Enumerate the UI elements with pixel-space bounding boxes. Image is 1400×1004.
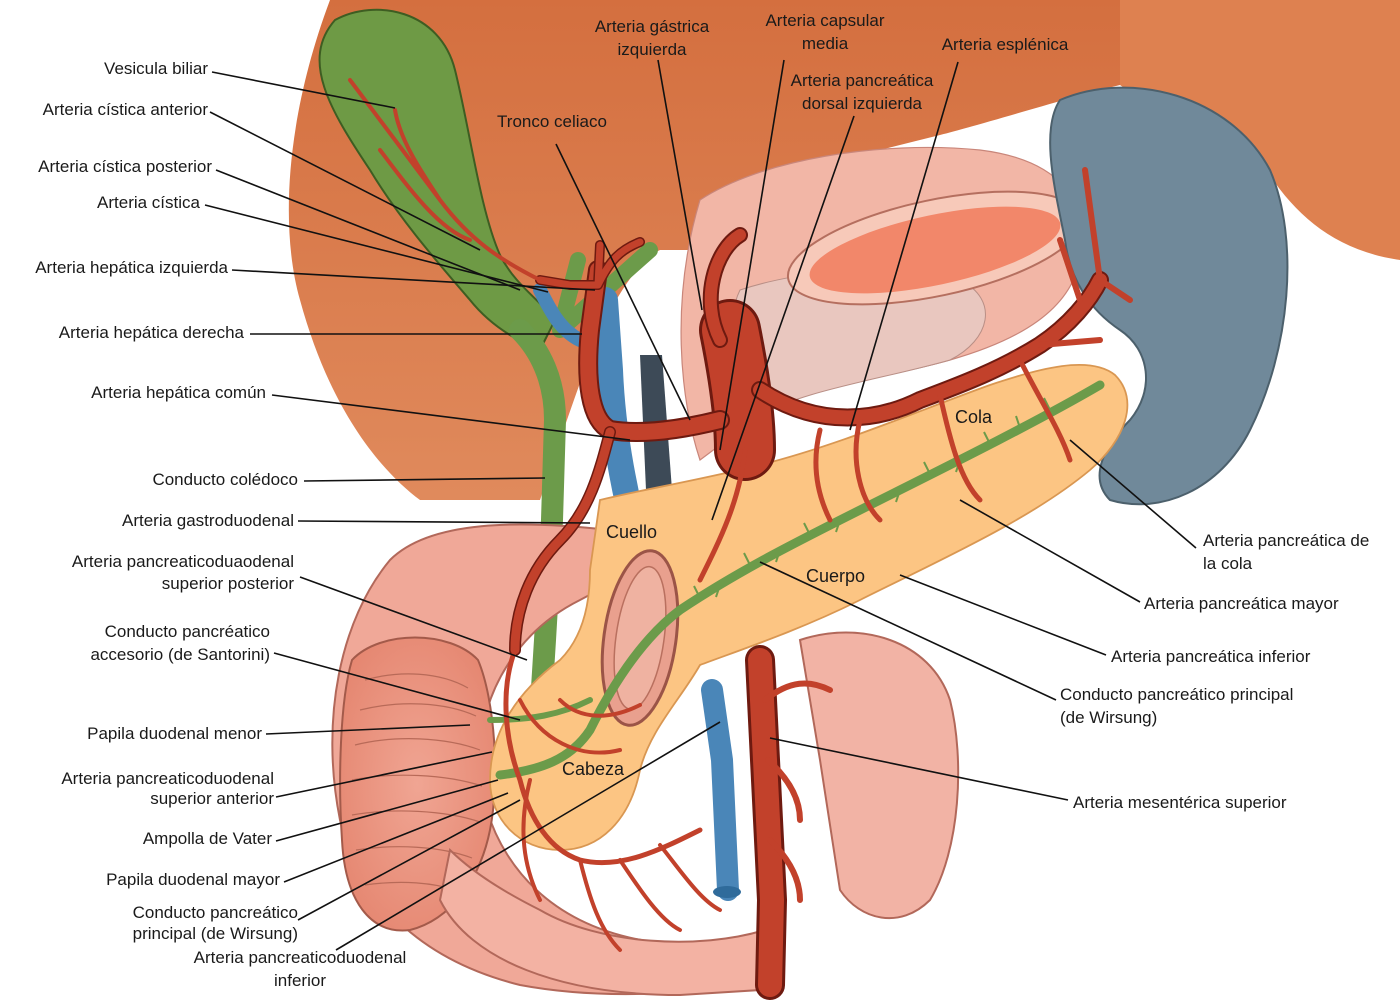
portal-vein <box>592 287 645 533</box>
santorini-duct <box>487 697 593 723</box>
bile-duct <box>509 319 567 731</box>
label-arteria-cistica-posterior: Arteria cística posterior <box>38 157 212 176</box>
label-arteria-capsular-media-2: media <box>802 34 849 53</box>
region-cuerpo: Cuerpo <box>806 566 865 586</box>
region-cola: Cola <box>955 407 993 427</box>
label-arteria-pancreatica-cola-2: la cola <box>1203 554 1253 573</box>
omental-opening-inner <box>809 206 1061 294</box>
label-conducto-wirsung-right-2: (de Wirsung) <box>1060 708 1157 727</box>
liver-right <box>1120 0 1400 260</box>
duodenum-lower <box>438 847 767 997</box>
liver <box>288 0 1134 500</box>
label-apd-superior-anterior-2: superior anterior <box>150 789 274 808</box>
label-tronco-celiaco: Tronco celiaco <box>497 112 607 131</box>
label-arteria-gastrica-izquierda-2: izquierda <box>618 40 688 59</box>
label-arteria-pancreatica-dorsal-2: dorsal izquierda <box>802 94 923 113</box>
label-conducto-santorini-1: Conducto pancréatico <box>105 622 270 641</box>
label-arteria-capsular-media-1: Arteria capsular <box>765 11 884 30</box>
label-conducto-santorini-2: accesorio (de Santorini) <box>90 645 270 664</box>
wirsung-duct <box>495 380 1105 780</box>
label-arteria-pancreatica-cola-1: Arteria pancreática de <box>1203 531 1369 550</box>
label-conducto-wirsung-right-1: Conducto pancreático principal <box>1060 685 1293 704</box>
region-cabeza: Cabeza <box>562 759 625 779</box>
jejunum <box>798 631 960 919</box>
label-apd-superior-posterior-1: Arteria pancreaticoduaodenal <box>72 552 294 571</box>
label-arteria-hepatica-comun: Arteria hepática común <box>91 383 266 402</box>
label-arteria-gastroduodenal: Arteria gastroduodenal <box>122 511 294 530</box>
leader-lines <box>204 59 1197 951</box>
label-apd-superior-anterior-1: Arteria pancreaticoduodenal <box>61 769 274 788</box>
label-arteria-esplenica: Arteria esplénica <box>942 35 1069 54</box>
label-conducto-wirsung-left-2: principal (de Wirsung) <box>133 924 298 943</box>
duct-branches <box>693 397 1051 599</box>
label-arteria-cistica-anterior: Arteria cística anterior <box>43 100 209 119</box>
label-arteria-pancreatica-inferior: Arteria pancreática inferior <box>1111 647 1311 666</box>
label-conducto-wirsung-left-1: Conducto pancreático <box>133 903 298 922</box>
label-conducto-coledoco: Conducto colédoco <box>152 470 298 489</box>
label-arteria-mesenterica-superior: Arteria mesentérica superior <box>1073 793 1287 812</box>
label-arteria-pancreatica-mayor: Arteria pancreática mayor <box>1144 594 1339 613</box>
label-apd-superior-posterior-2: superior posterior <box>162 574 295 593</box>
label-apd-inferior-2: inferior <box>274 971 326 990</box>
label-papila-menor: Papila duodenal menor <box>87 724 262 743</box>
region-cuello: Cuello <box>606 522 657 542</box>
superior-mesenteric-vein <box>701 679 739 901</box>
arteries <box>348 78 1133 1000</box>
label-apd-inferior-1: Arteria pancreaticoduodenal <box>194 948 407 967</box>
label-arteria-hepatica-izquierda: Arteria hepática izquierda <box>35 258 228 277</box>
label-papila-mayor: Papila duodenal mayor <box>106 870 280 889</box>
label-arteria-cistica: Arteria cística <box>97 193 201 212</box>
label-arteria-hepatica-derecha: Arteria hepática derecha <box>59 323 245 342</box>
label-ampolla-vater: Ampolla de Vater <box>143 829 272 848</box>
label-arteria-gastrica-izquierda-1: Arteria gástrica <box>595 17 710 36</box>
label-vesicula-biliar: Vesicula biliar <box>104 59 208 78</box>
vein-cut <box>713 886 741 898</box>
portal-vein-left <box>533 283 587 347</box>
label-arteria-pancreatica-dorsal-1: Arteria pancreática <box>791 71 934 90</box>
